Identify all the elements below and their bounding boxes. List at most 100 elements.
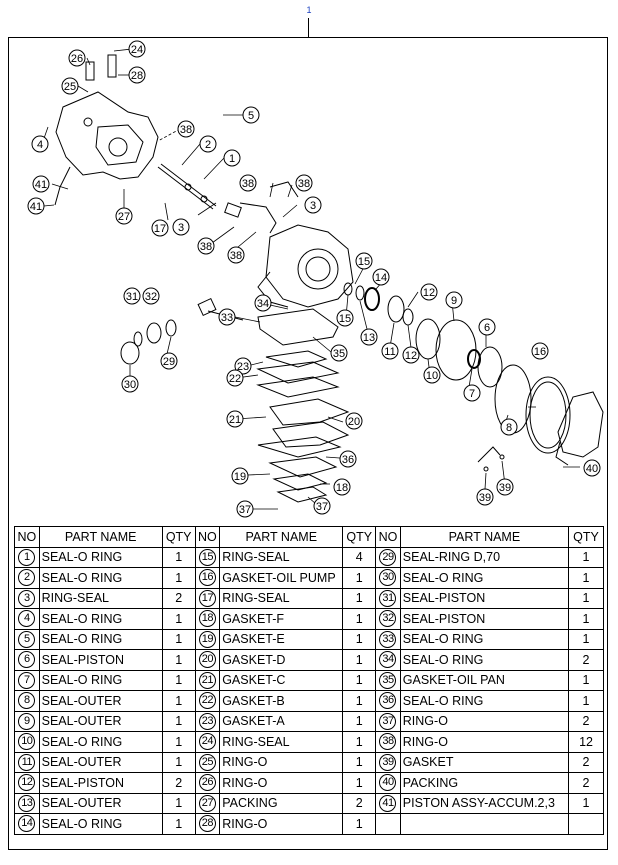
exploded-parts-diagram: 2426282554382141412717338383833815141231… bbox=[27, 40, 604, 518]
svg-text:39: 39 bbox=[499, 482, 511, 494]
part-name-cell: SEAL-O RING bbox=[38, 546, 163, 568]
shaft-drawing bbox=[157, 163, 299, 234]
quantity-cell: 1 bbox=[342, 587, 377, 609]
callout-6: 6 bbox=[478, 318, 496, 336]
part-number-cell: 4 bbox=[14, 608, 40, 630]
svg-text:5: 5 bbox=[248, 110, 254, 122]
svg-text:38: 38 bbox=[298, 178, 310, 190]
part-number-cell: 21 bbox=[194, 669, 221, 691]
quantity-cell: 2 bbox=[161, 587, 196, 609]
part-number-circle: 18 bbox=[198, 610, 216, 628]
part-name-cell: RING-SEAL bbox=[219, 587, 344, 609]
svg-text:38: 38 bbox=[242, 178, 254, 190]
part-number-cell: 18 bbox=[194, 608, 221, 630]
quantity-cell: 1 bbox=[161, 546, 196, 568]
quantity-cell: 2 bbox=[568, 772, 604, 794]
part-number-circle: 24 bbox=[198, 733, 216, 751]
callout-21: 21 bbox=[226, 410, 244, 428]
svg-text:11: 11 bbox=[384, 346, 395, 358]
part-number-cell: 35 bbox=[375, 669, 401, 691]
quantity-cell: 1 bbox=[568, 567, 604, 589]
part-name-cell: SEAL-O RING bbox=[399, 628, 570, 650]
part-number-cell: 40 bbox=[375, 772, 401, 794]
svg-text:15: 15 bbox=[339, 313, 351, 325]
part-name-cell: SEAL-OUTER bbox=[38, 792, 163, 814]
svg-text:10: 10 bbox=[426, 370, 438, 382]
callout-38: 38 bbox=[177, 120, 195, 138]
callout-24: 24 bbox=[128, 40, 146, 58]
quantity-cell: 1 bbox=[342, 669, 377, 691]
part-number-cell: 6 bbox=[14, 649, 40, 671]
part-number-circle: 40 bbox=[379, 774, 397, 792]
svg-text:36: 36 bbox=[342, 454, 354, 466]
svg-text:15: 15 bbox=[358, 256, 370, 268]
callout-3: 3 bbox=[172, 218, 190, 236]
quantity-cell: 2 bbox=[568, 751, 604, 773]
svg-text:3: 3 bbox=[178, 222, 184, 234]
callout-37: 37 bbox=[313, 497, 331, 515]
part-number-cell: 39 bbox=[375, 751, 401, 773]
svg-text:19: 19 bbox=[234, 471, 246, 483]
accumulator-piston-drawing bbox=[120, 319, 177, 365]
case-housing-drawing bbox=[54, 54, 159, 206]
parts-table: NO PART NAME QTY NO PART NAME QTY NO PAR… bbox=[14, 526, 604, 835]
callout-20: 20 bbox=[345, 412, 363, 430]
svg-text:39: 39 bbox=[479, 492, 491, 504]
part-number-circle: 26 bbox=[198, 774, 216, 792]
quantity-cell: 1 bbox=[161, 628, 196, 650]
svg-text:30: 30 bbox=[124, 379, 136, 391]
part-number-cell: 33 bbox=[375, 628, 401, 650]
part-number-circle: 25 bbox=[198, 753, 216, 771]
part-number-cell: 29 bbox=[375, 546, 401, 568]
svg-text:26: 26 bbox=[71, 53, 83, 65]
part-number-circle: 29 bbox=[379, 548, 397, 566]
quantity-cell: 1 bbox=[568, 608, 604, 630]
part-name-cell bbox=[399, 813, 570, 835]
callout-8: 8 bbox=[500, 418, 518, 436]
part-number-cell: 2 bbox=[14, 567, 40, 589]
svg-text:38: 38 bbox=[180, 124, 192, 136]
callout-29: 29 bbox=[160, 352, 178, 370]
quantity-cell: 1 bbox=[342, 710, 377, 732]
svg-text:41: 41 bbox=[35, 179, 47, 191]
quantity-cell: 2 bbox=[568, 649, 604, 671]
quantity-cell: 1 bbox=[342, 567, 377, 589]
svg-text:33: 33 bbox=[221, 312, 233, 324]
svg-text:2: 2 bbox=[205, 139, 211, 151]
quantity-cell: 1 bbox=[161, 731, 196, 753]
callout-36: 36 bbox=[339, 450, 357, 468]
svg-text:37: 37 bbox=[316, 501, 328, 513]
svg-text:34: 34 bbox=[257, 298, 269, 310]
callout-15: 15 bbox=[355, 252, 373, 270]
callout-7: 7 bbox=[463, 384, 481, 402]
callout-17: 17 bbox=[151, 219, 169, 237]
part-number-circle: 10 bbox=[18, 733, 36, 751]
part-number-cell: 32 bbox=[375, 608, 401, 630]
callout-39: 39 bbox=[496, 478, 514, 496]
part-number-circle: 20 bbox=[198, 651, 216, 669]
callout-19: 19 bbox=[231, 467, 249, 485]
part-number-circle: 11 bbox=[18, 753, 36, 771]
callout-12: 12 bbox=[420, 283, 438, 301]
part-number-circle: 35 bbox=[379, 671, 397, 689]
callout-31: 31 bbox=[123, 287, 141, 305]
banjo-bolts-drawing bbox=[477, 446, 505, 472]
page-number-leader bbox=[308, 18, 309, 37]
table-header-row: NO PART NAME QTY NO PART NAME QTY NO PAR… bbox=[14, 526, 604, 548]
part-name-cell: RING-O bbox=[399, 710, 570, 732]
svg-text:38: 38 bbox=[230, 250, 242, 262]
part-name-cell: GASKET-OIL PAN bbox=[399, 669, 570, 691]
callout-15: 15 bbox=[336, 309, 354, 327]
svg-text:40: 40 bbox=[586, 463, 598, 475]
part-number-cell: 7 bbox=[14, 669, 40, 691]
part-name-cell: SEAL-OUTER bbox=[38, 751, 163, 773]
quantity-cell: 1 bbox=[568, 628, 604, 650]
svg-text:12: 12 bbox=[405, 350, 417, 362]
svg-text:3: 3 bbox=[310, 200, 316, 212]
callout-2: 2 bbox=[199, 135, 217, 153]
quantity-cell: 1 bbox=[342, 772, 377, 794]
svg-text:16: 16 bbox=[534, 346, 546, 358]
part-name-cell: RING-O bbox=[219, 751, 344, 773]
part-number-circle: 7 bbox=[18, 671, 36, 689]
quantity-cell: 1 bbox=[342, 649, 377, 671]
